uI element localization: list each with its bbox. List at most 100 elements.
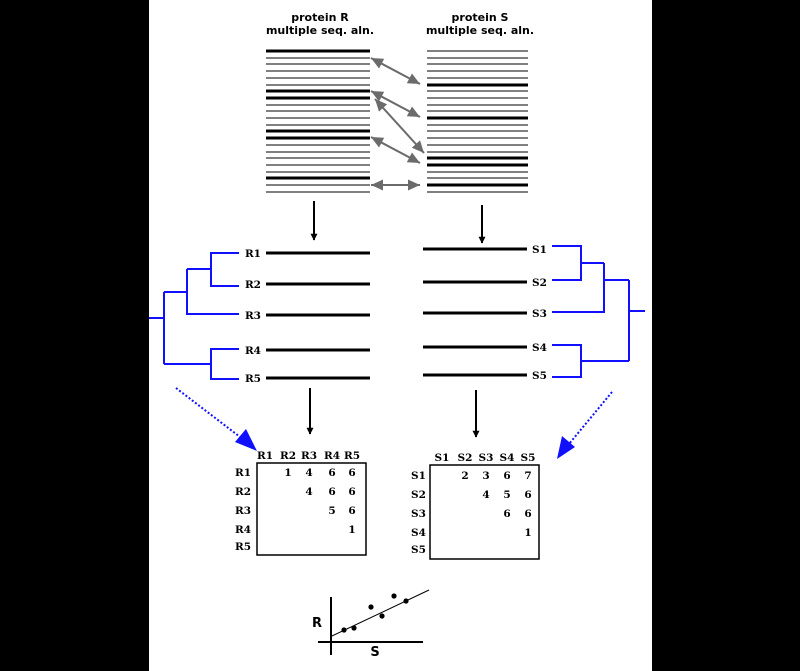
matrix-r-col-header: R5 xyxy=(344,450,360,462)
matrix-s-cell: 5 xyxy=(503,489,510,501)
scatter-point xyxy=(379,613,385,619)
matrix-s-col-header: S2 xyxy=(458,452,473,464)
sequence-label-r3: R3 xyxy=(245,310,261,322)
matrix-s-cell: 6 xyxy=(503,508,510,520)
matrix-s-cell: 6 xyxy=(503,470,510,482)
dashed-arrow-s-head xyxy=(557,436,575,459)
matrix-r-col-header: R1 xyxy=(257,450,273,462)
matrix-r-col-header: R3 xyxy=(301,450,317,462)
scatter-point xyxy=(368,604,374,610)
matrix-s-col-header: S5 xyxy=(521,452,536,464)
scatter-fit-line xyxy=(331,589,430,637)
tree-r-branch-r1r2 xyxy=(210,252,239,287)
matrix-r-cell: 1 xyxy=(348,524,355,536)
sequence-label-r2: R2 xyxy=(245,279,261,291)
matrix-r-row-header: R4 xyxy=(235,524,251,536)
matrix-s-cell: 6 xyxy=(524,508,531,520)
scatter-point xyxy=(391,593,397,599)
scatter-point xyxy=(351,625,357,631)
sequence-label-r5: R5 xyxy=(245,373,261,385)
protein-r-title-2: multiple seq. aln. xyxy=(266,24,374,37)
matrix-r-cell: 5 xyxy=(328,505,335,517)
matrix-r-col-header: R2 xyxy=(280,450,296,462)
matrix-s-row-header: S3 xyxy=(411,508,426,520)
scatter-ylabel: R xyxy=(312,616,322,631)
matrix-r-row-header: R1 xyxy=(235,467,251,479)
matrix-r-cell: 6 xyxy=(328,486,335,498)
scatter-points xyxy=(341,593,409,633)
link-arrow-head xyxy=(371,58,385,69)
protein-s-title-1: protein S xyxy=(452,11,509,24)
link-arrow-head xyxy=(375,99,388,112)
tree-r-branch-r3 xyxy=(186,269,239,315)
matrix-s-col-header: S3 xyxy=(479,452,494,464)
link-arrow-head xyxy=(406,152,420,163)
matrix-s-col-header: S1 xyxy=(435,452,450,464)
sequence-label-s2: S2 xyxy=(532,277,547,289)
matrix-s-cell: 3 xyxy=(482,470,489,482)
matrix-s-cell: 2 xyxy=(461,470,468,482)
scatter-point xyxy=(341,627,347,633)
dashed-arrow-s xyxy=(557,391,613,459)
matrix-s-cell: 7 xyxy=(524,470,531,482)
matrix-s-cell: 6 xyxy=(524,489,531,501)
matrix-r-cell: 4 xyxy=(305,467,312,479)
alignment-s xyxy=(427,50,528,193)
link-arrow-head xyxy=(406,106,420,117)
matrix-r-cell: 4 xyxy=(305,486,312,498)
link-arrow-head xyxy=(371,91,385,102)
figure-panel: protein R multiple seq. aln. protein S m… xyxy=(149,0,652,671)
matrix-s-col-header: S4 xyxy=(500,452,515,464)
matrix-r-cell: 6 xyxy=(348,467,355,479)
link-arrow-head xyxy=(371,137,385,148)
matrix-r-row-header: R2 xyxy=(235,486,251,498)
sequence-label-r1: R1 xyxy=(245,248,261,260)
sequence-label-s5: S5 xyxy=(532,370,547,382)
sequence-label-s3: S3 xyxy=(532,308,547,320)
tree-s-branch-s3 xyxy=(552,263,605,313)
link-arrow-head xyxy=(406,73,420,84)
dashed-arrow-s-shaft xyxy=(568,391,613,445)
matrix-r-box xyxy=(256,462,367,556)
dashed-arrow-r-shaft xyxy=(175,387,245,441)
matrix-r-cell: 6 xyxy=(348,486,355,498)
matrix-s-cell: 1 xyxy=(524,527,531,539)
matrix-s-row-header: S1 xyxy=(411,470,426,482)
scatter-xlabel: S xyxy=(370,645,379,660)
dashed-arrow-r xyxy=(175,387,257,451)
matrix-r-row-header: R5 xyxy=(235,541,251,553)
matrix-r-row-header: R3 xyxy=(235,505,251,517)
alignment-r xyxy=(266,49,370,193)
dashed-arrow-r-head xyxy=(235,429,257,451)
link-arrow-shaft xyxy=(374,98,425,154)
scatter-point xyxy=(403,598,409,604)
matrix-s-row-header: S2 xyxy=(411,489,426,501)
matrix-s-box xyxy=(429,464,540,560)
coevolution-diagram: protein R multiple seq. aln. protein S m… xyxy=(149,11,645,660)
correspondence-arrows xyxy=(370,57,425,191)
link-arrow-head xyxy=(411,140,424,153)
matrix-r-cell: 1 xyxy=(284,467,291,479)
matrix-s-row-header: S5 xyxy=(411,544,426,556)
tree-s-branch-s4s5 xyxy=(552,344,582,378)
sequence-label-s1: S1 xyxy=(532,244,547,256)
tree-s xyxy=(552,245,645,378)
matrix-s-row-header: S4 xyxy=(411,527,426,539)
tree-r-branch-r4r5 xyxy=(210,348,239,380)
scatter-plot: R S xyxy=(312,589,430,660)
protein-s-title-2: multiple seq. aln. xyxy=(426,24,534,37)
sequence-label-r4: R4 xyxy=(245,345,261,357)
link-arrow-head xyxy=(408,179,420,191)
tree-r xyxy=(149,252,239,380)
protein-r-title-1: protein R xyxy=(291,11,349,24)
matrix-r-col-header: R4 xyxy=(324,450,340,462)
tree-s-branch-s1s2 xyxy=(552,245,582,281)
link-arrow-head xyxy=(371,179,383,191)
sequence-label-s4: S4 xyxy=(532,342,547,354)
matrix-s-cell: 4 xyxy=(482,489,489,501)
matrix-r-cell: 6 xyxy=(328,467,335,479)
